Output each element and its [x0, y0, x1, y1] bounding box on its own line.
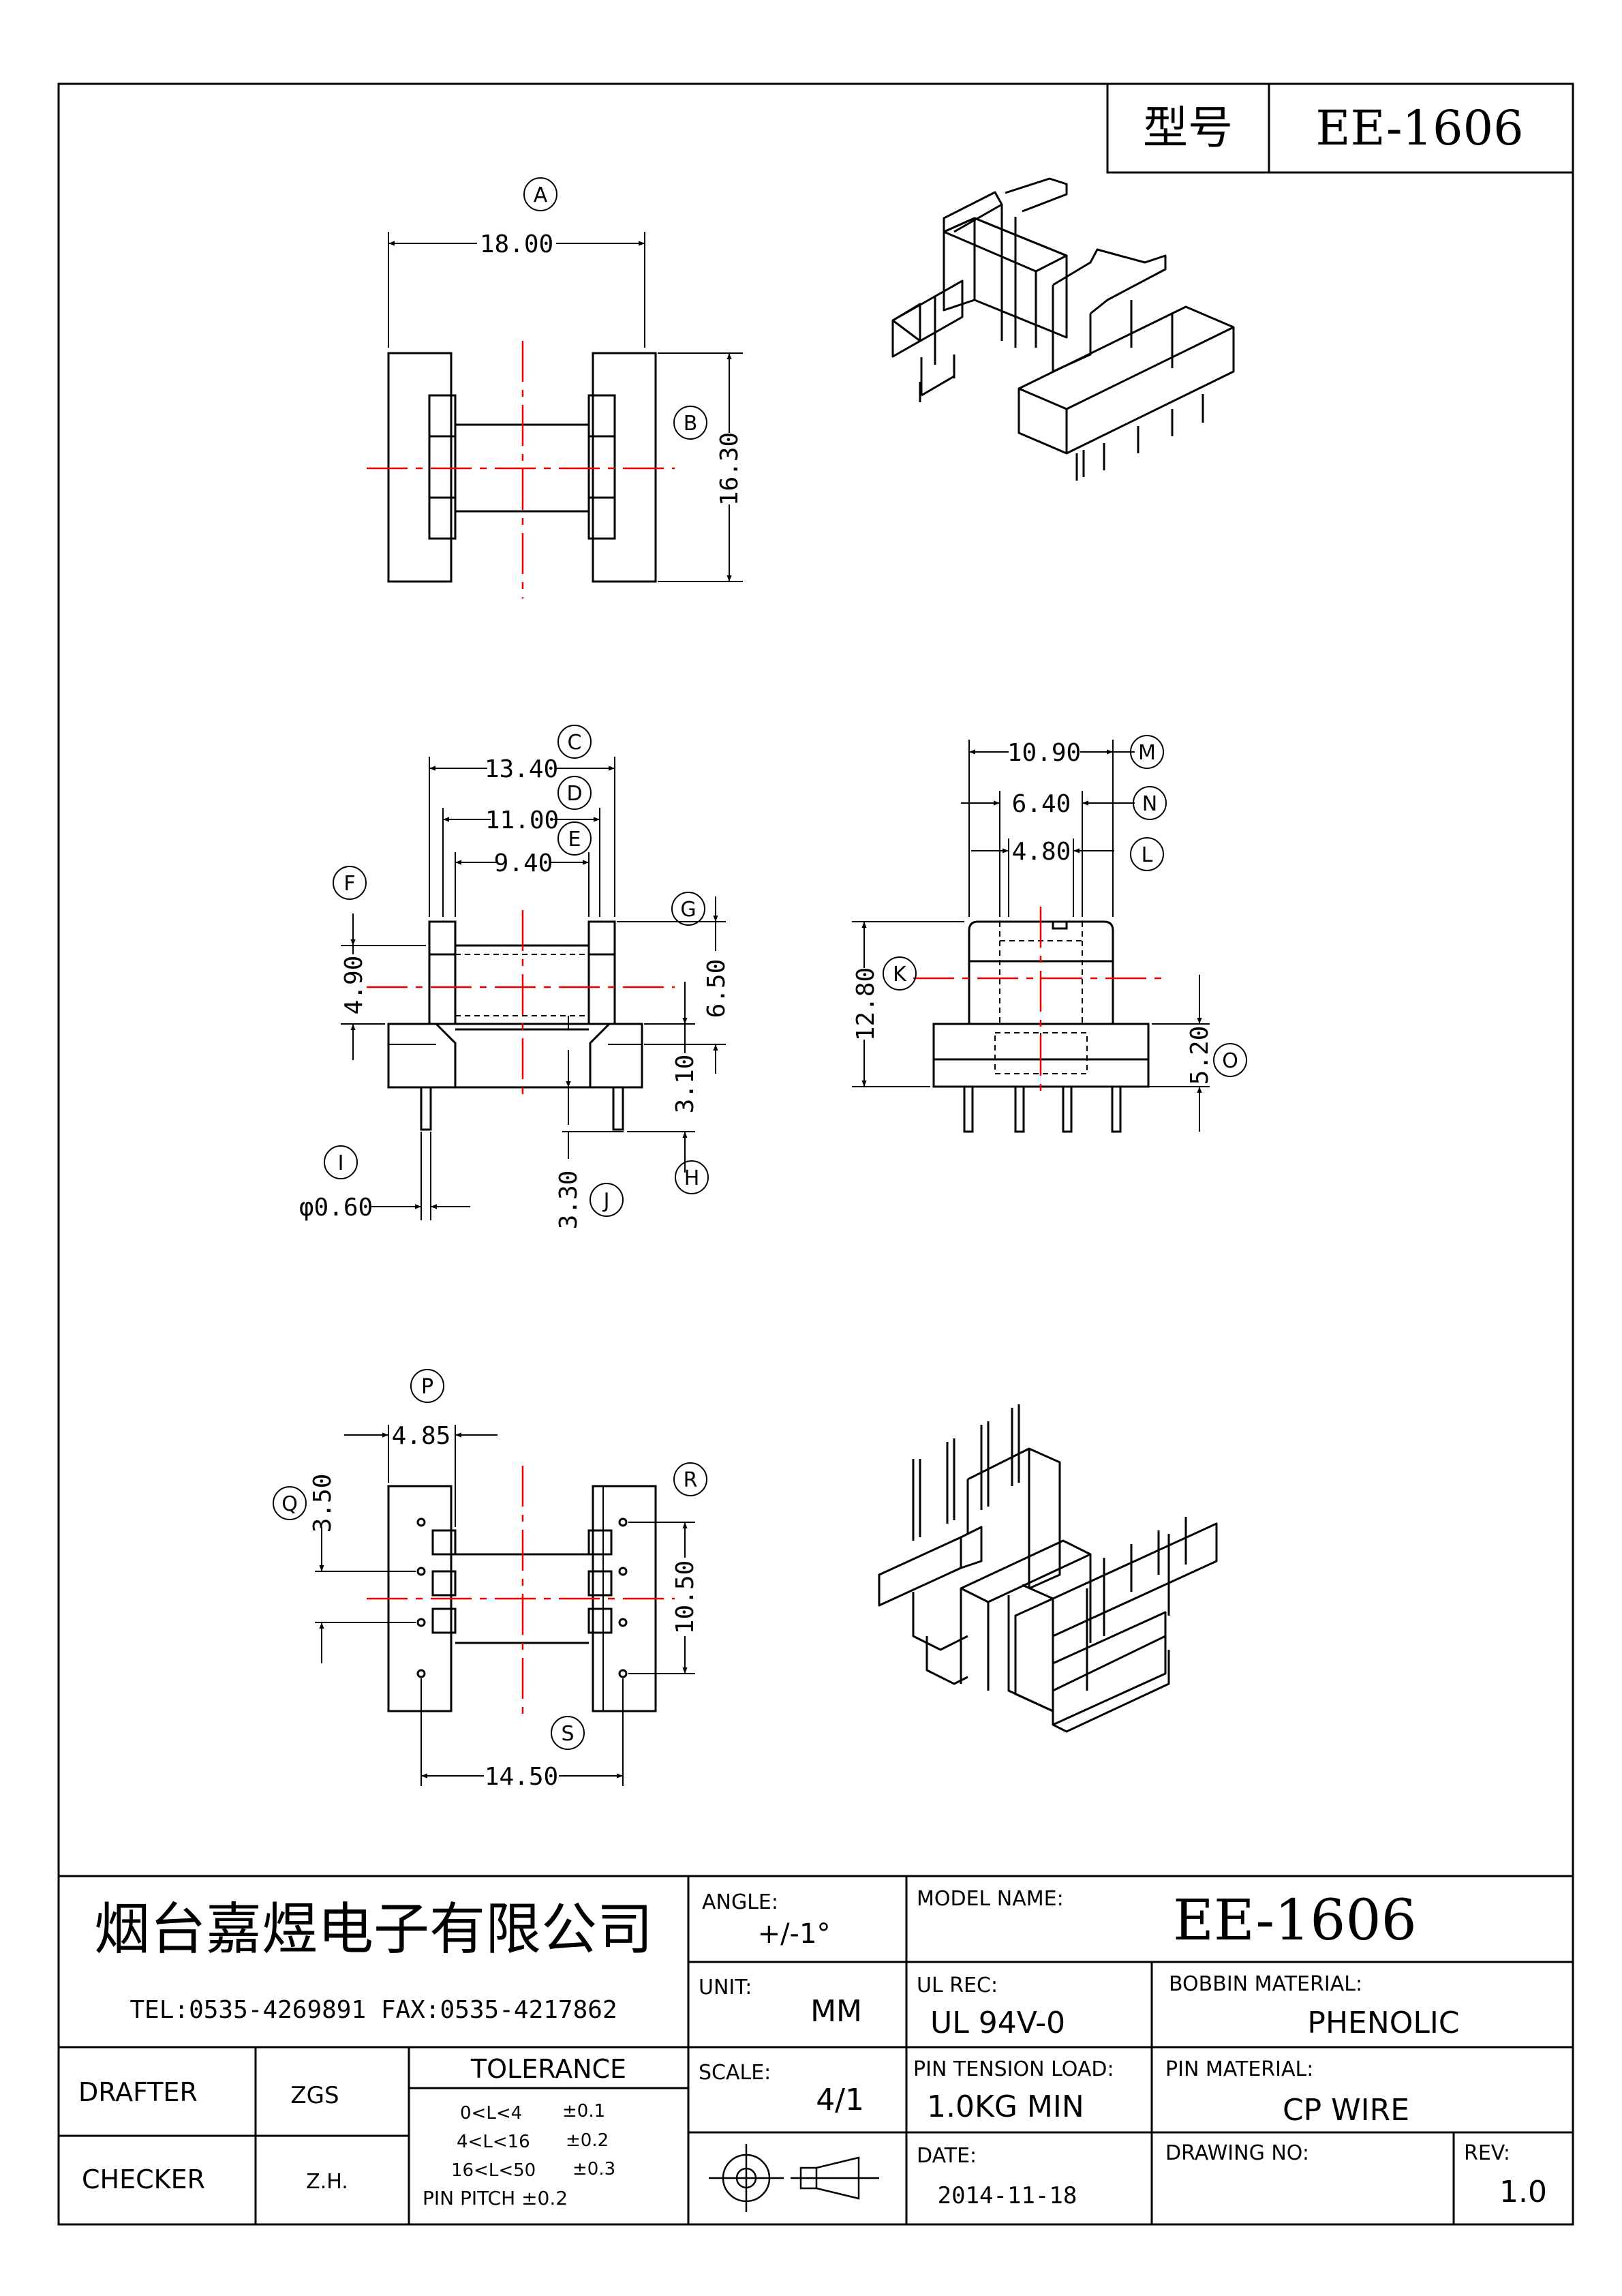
bobbin-label: BOBBIN MATERIAL: [1169, 1972, 1362, 1996]
dim-D-value: 11.00 [485, 806, 559, 834]
iso-view-bottom [878, 1404, 1218, 1733]
scale-value: 4/1 [816, 2083, 864, 2117]
tolerance-row-2-value: ±0.2 [566, 2130, 609, 2151]
scale-label: SCALE: [699, 2061, 771, 2085]
sheet-border [57, 82, 1574, 2226]
dim-M-letter: M [1138, 741, 1156, 765]
tolerance-pin-pitch: PIN PITCH ±0.2 [423, 2187, 568, 2209]
bottom-view [273, 1369, 707, 1786]
dim-C-value: 13.40 [485, 755, 558, 783]
drawing-no-label: DRAWING NO: [1165, 2141, 1309, 2165]
model-name-label: MODEL NAME: [917, 1887, 1064, 1911]
rev-value: 1.0 [1499, 2175, 1547, 2209]
ul-value: UL 94V-0 [930, 2006, 1065, 2040]
rev-label: REV: [1464, 2141, 1510, 2165]
dim-N-value: 6.40 [1012, 790, 1071, 818]
pin-material-value: CP WIRE [1283, 2093, 1409, 2128]
side-view [852, 735, 1247, 1133]
dim-C-letter: C [568, 731, 582, 755]
tolerance-label: TOLERANCE [470, 2054, 626, 2084]
top-view [367, 177, 743, 599]
dim-B-value: 16.30 [716, 432, 744, 506]
unit-label: UNIT: [699, 1976, 752, 1999]
dim-P-value: 4.85 [392, 1422, 451, 1450]
tolerance-row-3-value: ±0.3 [572, 2159, 615, 2179]
angle-label: ANGLE: [702, 1890, 778, 1914]
company-name: 烟台嘉煜电子有限公司 [94, 1897, 653, 1962]
tolerance-row-2: 4<L<16 [457, 2132, 530, 2152]
tolerance-row-1-value: ±0.1 [562, 2101, 605, 2121]
dim-L-value: 4.80 [1012, 838, 1071, 866]
bobbin-value: PHENOLIC [1307, 2006, 1459, 2040]
dim-I-letter: I [338, 1151, 344, 1175]
drafter-value: ZGS [290, 2082, 339, 2109]
front-view [324, 725, 726, 1220]
dim-G-value: 6.50 [703, 959, 731, 1018]
unit-value: MM [810, 1994, 862, 2029]
dim-K-value: 12.80 [852, 967, 880, 1041]
dim-R-letter: R [684, 1468, 698, 1492]
dim-Q-value: 3.50 [309, 1474, 337, 1533]
dim-J-letter: J [602, 1189, 610, 1213]
dim-D-letter: D [566, 782, 582, 806]
dim-I-value: φ0.60 [299, 1194, 373, 1222]
projection-symbol [709, 2144, 879, 2212]
ul-label: UL REC: [917, 1974, 998, 1997]
dim-Q-letter: Q [281, 1492, 298, 1516]
dim-E-value: 9.40 [494, 849, 553, 877]
dim-F-value: 4.90 [340, 956, 368, 1015]
dim-A-letter: A [534, 183, 548, 207]
dim-N-letter: N [1142, 792, 1157, 816]
checker-value: Z.H. [306, 2170, 348, 2194]
pin-tension-label: PIN TENSION LOAD: [913, 2057, 1114, 2081]
date-label: DATE: [917, 2144, 977, 2168]
dim-J-value: 3.30 [555, 1170, 583, 1230]
tolerance-row-3: 16<L<50 [451, 2160, 536, 2181]
pin-material-label: PIN MATERIAL: [1165, 2057, 1313, 2081]
dim-M-value: 10.90 [1007, 739, 1081, 767]
dim-E-letter: E [568, 828, 581, 851]
angle-value: +/-1° [758, 1918, 831, 1950]
model-name-value: EE-1606 [1173, 1888, 1417, 1953]
pin-tension-value: 1.0KG MIN [927, 2089, 1084, 2124]
checker-label: CHECKER [82, 2164, 205, 2194]
header-type-label: 型号 [1143, 102, 1233, 154]
dim-F-letter: F [343, 872, 355, 896]
dim-P-letter: P [421, 1375, 433, 1399]
title-block [59, 1875, 1573, 2224]
dim-S-letter: S [561, 1722, 574, 1746]
drafter-label: DRAFTER [78, 2077, 198, 2107]
dim-S-value: 14.50 [485, 1763, 558, 1791]
dim-R-value: 10.50 [671, 1560, 699, 1634]
dim-O-value: 5.20 [1186, 1026, 1214, 1085]
dim-K-letter: K [893, 963, 907, 986]
dim-A-value: 18.00 [480, 230, 553, 258]
date-value: 2014-11-18 [938, 2182, 1077, 2209]
header-model-box: 型号 EE-1606 [1106, 82, 1574, 174]
dim-H-letter: H [684, 1166, 700, 1190]
dim-O-letter: O [1222, 1049, 1238, 1073]
dim-L-letter: L [1142, 843, 1153, 867]
tolerance-row-1: 0<L<4 [460, 2103, 522, 2124]
dim-H-value: 3.10 [671, 1055, 699, 1114]
iso-view-top [891, 177, 1235, 481]
header-model: EE-1606 [1315, 100, 1523, 156]
dim-B-letter: B [684, 412, 698, 436]
dim-G-letter: G [680, 898, 696, 922]
company-contact: TEL:0535-4269891 FAX:0535-4217862 [129, 1996, 617, 2024]
